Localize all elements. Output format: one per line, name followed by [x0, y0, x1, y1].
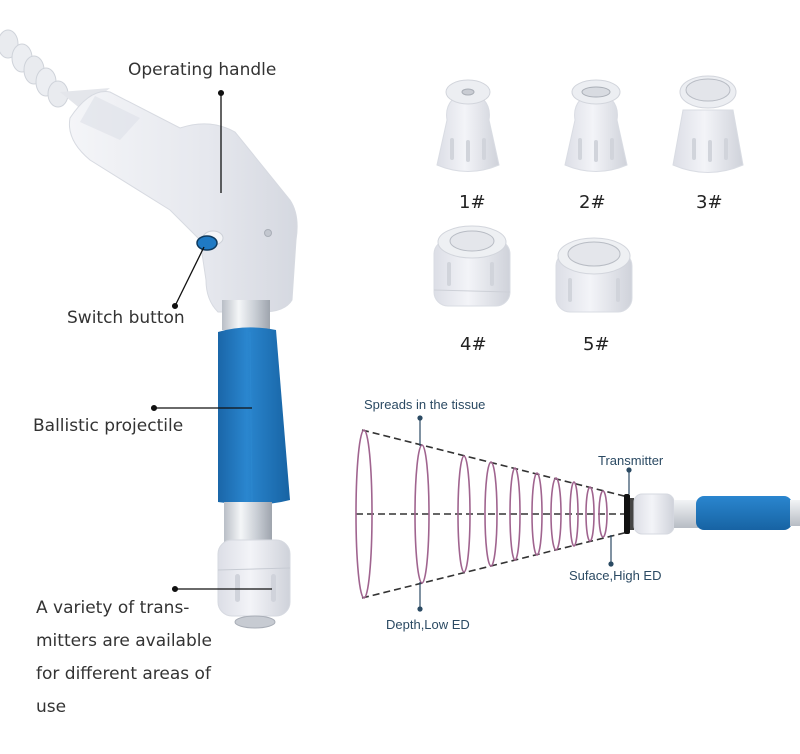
transmitter-5-label: 5# [583, 334, 610, 355]
operating-handle-label: Operating handle [128, 60, 277, 80]
transmitters-note: A variety of trans- mitters are availabl… [36, 592, 236, 724]
transmitter-1-label: 1# [459, 192, 486, 213]
transmitter-3-graphic [672, 75, 744, 173]
transmitter-5-graphic [555, 237, 633, 313]
note-line-1: A variety of trans- [36, 598, 190, 618]
switch-button-graphic [196, 230, 224, 251]
handpiece-transmitter-cap [217, 539, 291, 629]
operating-handle-body [68, 91, 298, 313]
leader-lines [150, 89, 272, 593]
switch-button-label: Switch button [67, 308, 185, 328]
spreads-in-tissue-label: Spreads in the tissue [364, 397, 486, 412]
transmitter-2-label: 2# [579, 192, 606, 213]
note-line-2: mitters are available [36, 631, 212, 651]
transmitter-2-graphic [564, 79, 628, 172]
transmitter-4-label: 4# [460, 334, 487, 355]
ballistic-projectile-label: Ballistic projectile [33, 416, 184, 436]
wave-cone-diagram [355, 415, 632, 612]
transmitter-diagram-label: Transmitter [598, 453, 664, 468]
metal-neck-bottom [224, 502, 272, 544]
horizontal-handpiece [624, 493, 800, 535]
transmitter-1-graphic [436, 79, 500, 172]
transmitter-3-label: 3# [696, 192, 723, 213]
transmitter-4-graphic [433, 225, 511, 307]
note-line-3: for different areas of [36, 664, 211, 684]
depth-low-ed-label: Depth,Low ED [386, 617, 470, 632]
note-line-4: use [36, 697, 67, 717]
blue-grip [218, 327, 290, 505]
surface-high-ed-label: Suface,High ED [569, 568, 662, 583]
metal-neck-top [222, 300, 270, 330]
